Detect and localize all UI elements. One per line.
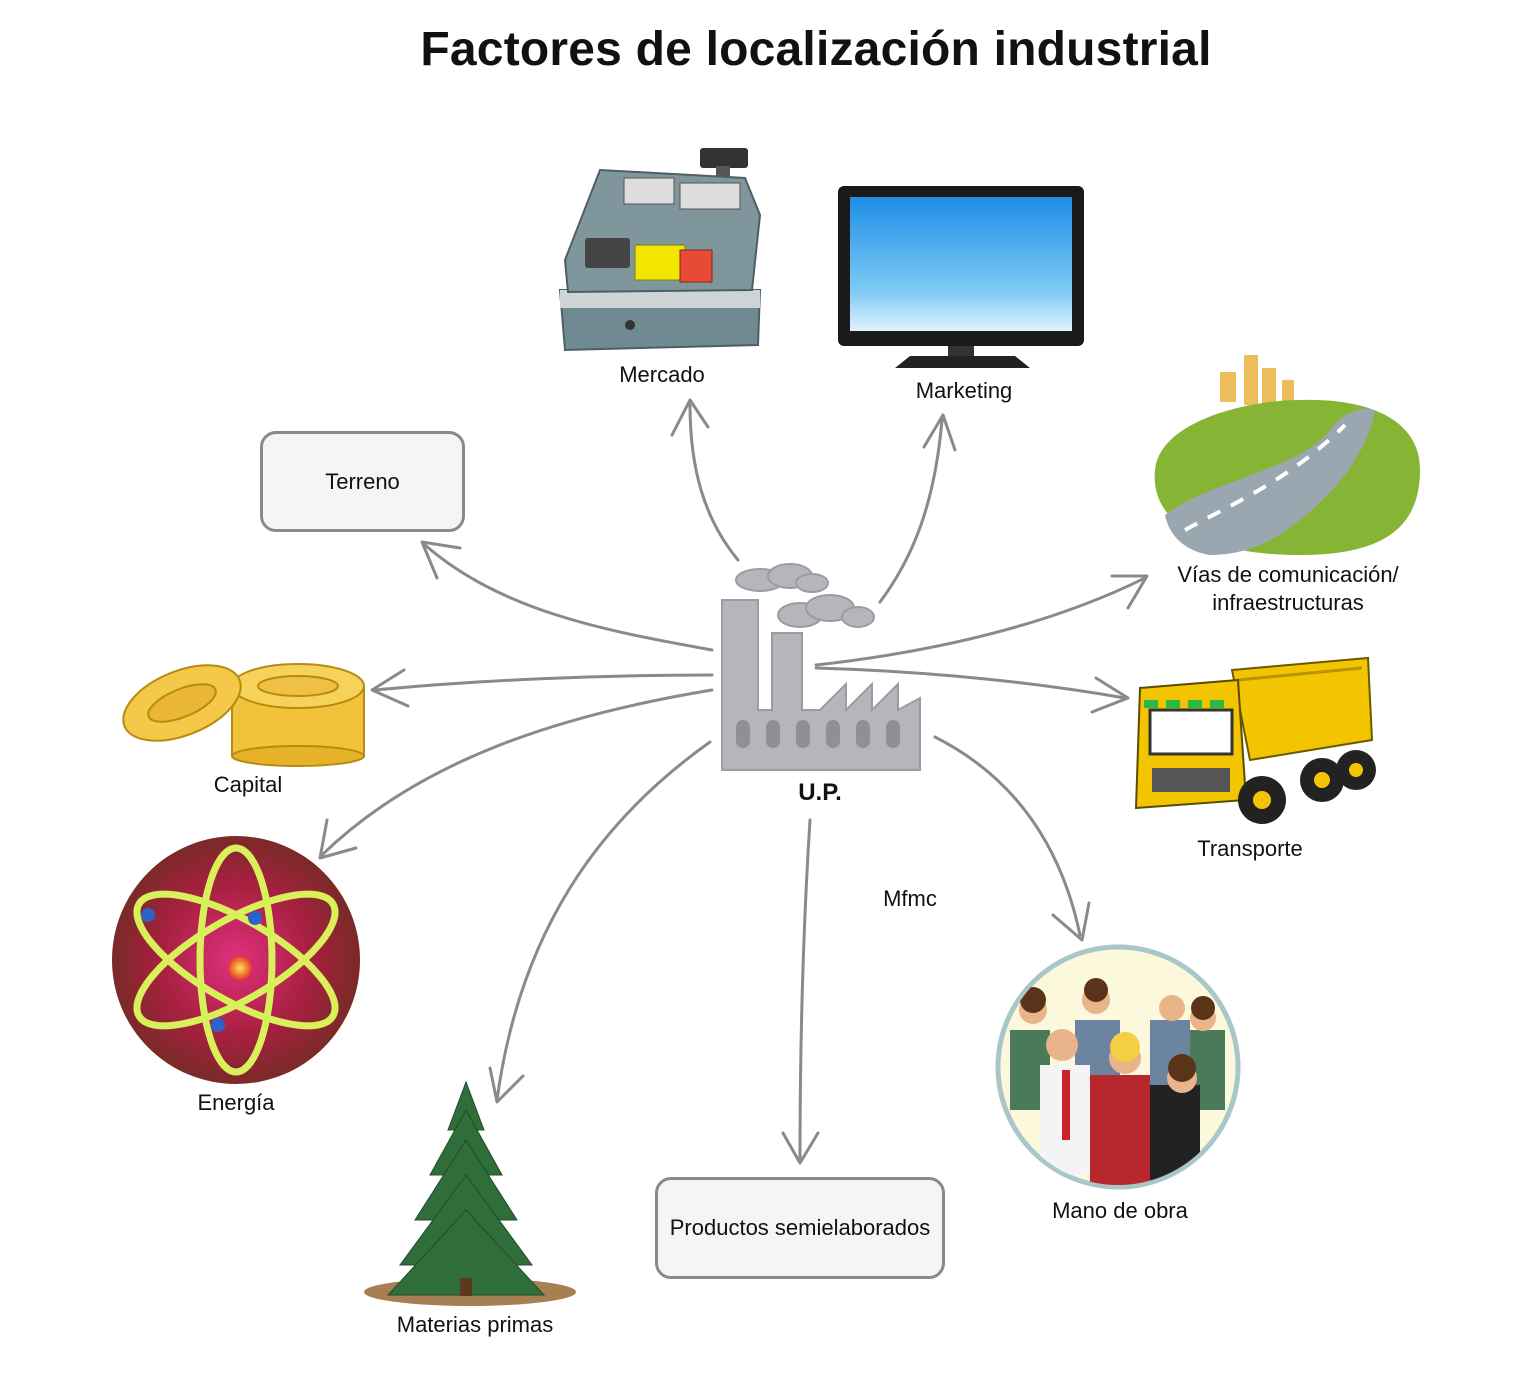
arrowhead-marketing <box>922 413 957 452</box>
mano-obra-label: Mano de obra <box>1052 1198 1188 1223</box>
arrow-mano-obra <box>933 735 1082 937</box>
energia-label: Energía <box>197 1090 275 1115</box>
vias-label-line2: infraestructuras <box>1212 590 1364 615</box>
arrow-capital <box>373 673 714 692</box>
capital-label: Capital <box>213 772 283 797</box>
arrow-terreno <box>423 543 714 652</box>
arrow-productos <box>798 818 812 1162</box>
arrow-transporte <box>814 666 1127 700</box>
annotation-label: Mfmc <box>883 886 937 911</box>
arrowhead-mano-obra <box>1051 901 1091 942</box>
mercado-label: Mercado <box>619 362 705 387</box>
productos-label: Productos semielaborados <box>669 1215 931 1240</box>
transporte-label: Transporte <box>1197 836 1303 861</box>
center-label: U.P. <box>798 779 842 806</box>
productos-box: Productos semielaborados <box>655 1177 945 1279</box>
materias-label: Materias primas <box>396 1312 554 1337</box>
arrow-materias <box>495 740 712 1102</box>
arrowhead-transporte <box>1090 676 1130 714</box>
arrowhead-terreno <box>420 540 462 580</box>
arrow-marketing <box>878 418 944 604</box>
terreno-box: Terreno <box>260 431 465 532</box>
marketing-label: Marketing <box>915 378 1013 403</box>
vias-label-line1: Vías de comunicación/ <box>1177 562 1399 587</box>
arrowhead-vias <box>1110 574 1149 610</box>
arrowhead-productos <box>781 1131 820 1165</box>
arrowhead-energia <box>318 818 358 860</box>
arrowhead-mercado <box>670 398 710 437</box>
arrow-energia <box>320 688 714 857</box>
terreno-label: Terreno <box>325 468 400 494</box>
arrow-mercado <box>688 403 740 562</box>
arrow-vias <box>814 576 1147 667</box>
diagram-title: Factores de localización industrial <box>420 23 1212 76</box>
arrowhead-capital <box>370 668 410 708</box>
arrowhead-materias <box>488 1066 525 1104</box>
